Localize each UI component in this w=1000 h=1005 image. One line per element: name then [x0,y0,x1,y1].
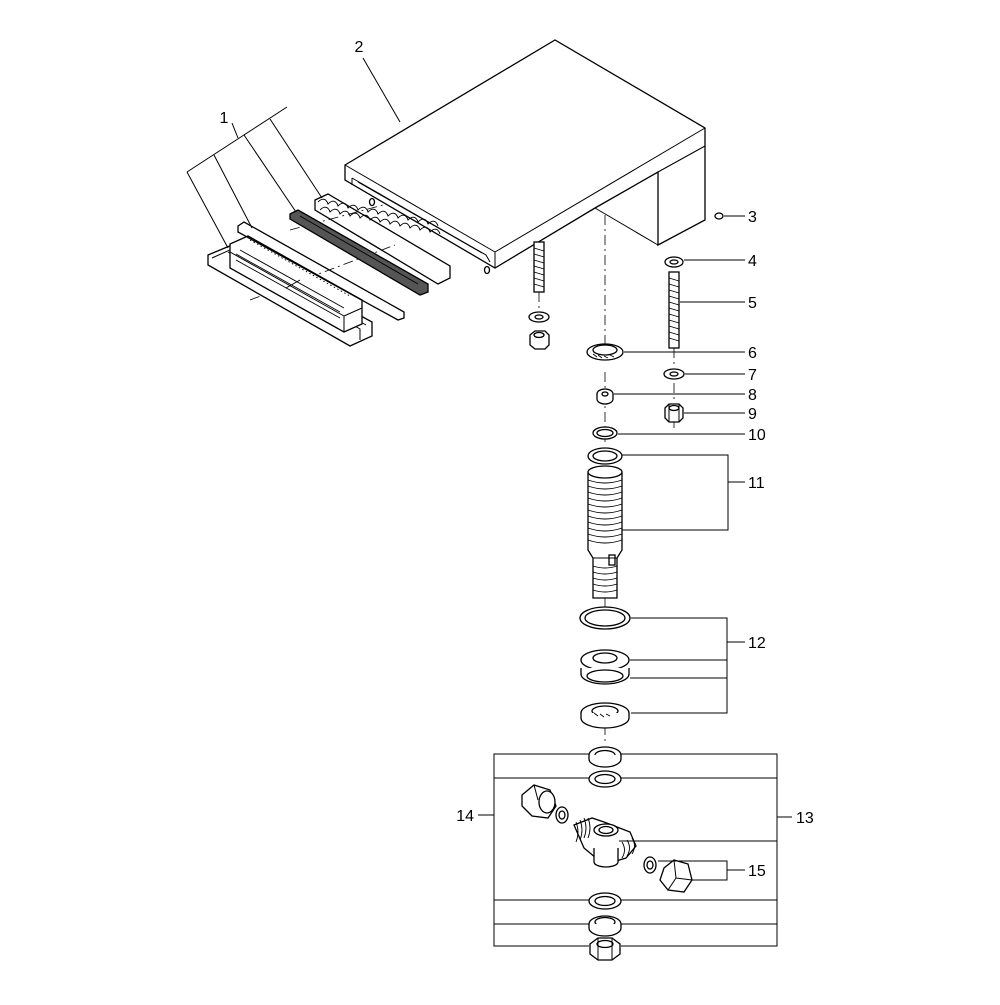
callout-labels: 1 2 3 4 5 6 7 8 9 10 11 12 13 14 15 [220,39,814,880]
nut-9 [664,403,684,423]
spout-body [344,39,706,275]
hex-plug-15 [643,856,693,893]
callout-12: 12 [748,635,766,652]
callout-15: 15 [748,863,766,880]
flange-6 [586,343,624,361]
callout-10: 10 [748,427,766,444]
callout-11: 11 [748,475,765,492]
o-ring-10 [592,426,618,440]
callout-8: 8 [748,387,757,404]
callout-6: 6 [748,345,757,362]
seal-set-12 [579,606,631,729]
grub-screw [714,212,724,220]
washer-7 [663,368,685,380]
callout-3: 3 [748,209,757,226]
bush-8 [596,388,614,405]
mounting-studs [533,241,680,349]
left-stud-washer-nut [528,311,550,350]
callout-5: 5 [748,295,757,312]
threaded-pipe-11 [587,447,623,599]
callout-9: 9 [748,406,757,423]
callout-7: 7 [748,367,757,384]
callout-2: 2 [355,39,364,56]
aerator-assembly [207,193,451,347]
connector-set-13 [588,746,622,961]
callout-13: 13 [796,810,814,827]
leader-lines [186,57,792,947]
washer-4 [664,256,684,268]
callout-14: 14 [456,808,474,825]
callout-4: 4 [748,253,757,270]
t-fitting-14 [521,784,637,868]
callout-1: 1 [220,110,229,127]
